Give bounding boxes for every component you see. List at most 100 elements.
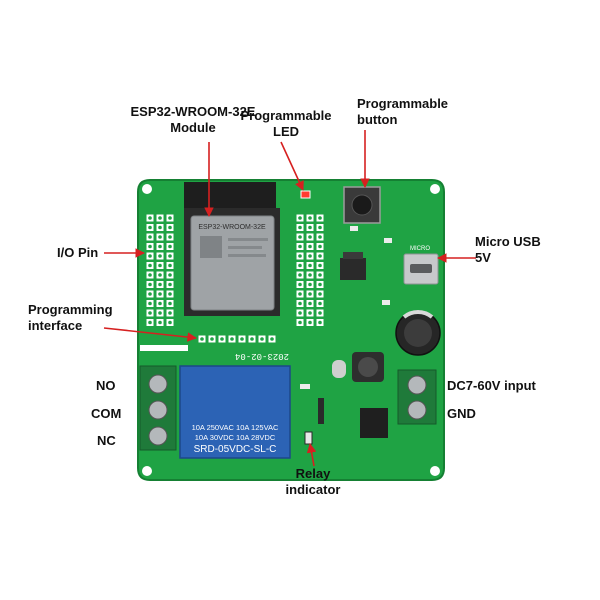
- pin-hole: [260, 337, 264, 341]
- pin-hole: [298, 282, 302, 287]
- mount-hole: [142, 184, 152, 194]
- terminal-screw-no[interactable]: [148, 374, 168, 394]
- relay-indicator-callout-line2: indicator: [285, 482, 341, 497]
- terminal-screw-gnd[interactable]: [407, 400, 427, 420]
- smd-component: [384, 238, 392, 243]
- pin-hole: [168, 225, 172, 230]
- pin-hole: [158, 244, 162, 249]
- pin-hole: [298, 225, 302, 230]
- programming-callout-line2: interface: [28, 318, 83, 333]
- pin-hole: [148, 292, 152, 296]
- capacitor-top: [404, 319, 432, 347]
- pin-hole: [158, 235, 162, 239]
- pin-hole: [220, 337, 224, 341]
- pin-hole: [308, 225, 312, 230]
- pin-hole: [158, 301, 162, 306]
- pin-hole: [158, 254, 162, 258]
- module-marking: [228, 254, 266, 257]
- module-shield-label: ESP32-WROOM-32E: [198, 224, 266, 231]
- pin-hole: [148, 244, 152, 249]
- pin-hole: [308, 292, 312, 296]
- pin-hole: [270, 337, 274, 341]
- dc-input-callout: DC7-60V input: [447, 378, 536, 393]
- pin-hole: [158, 263, 162, 268]
- io-pin-header-right: [296, 214, 324, 326]
- relay-rating-line2: 10A 30VDC 10A 28VDC: [195, 433, 276, 442]
- pin-hole: [308, 282, 312, 287]
- pin-hole: [298, 273, 302, 277]
- module-callout-line1: ESP32-WROOM-32E: [130, 104, 256, 119]
- pin-hole: [298, 292, 302, 296]
- pin-hole: [158, 273, 162, 277]
- pin-hole: [148, 263, 152, 268]
- module-antenna: [184, 182, 276, 212]
- pin-hole: [298, 263, 302, 268]
- mount-hole: [142, 466, 152, 476]
- pin-hole: [308, 320, 312, 325]
- module-marking: [228, 238, 268, 241]
- pin-hole: [148, 301, 152, 306]
- pin-hole: [148, 320, 152, 325]
- pin-hole: [230, 337, 234, 341]
- micro-usb-opening: [410, 264, 432, 273]
- regulator-tab: [343, 252, 363, 259]
- pin-hole: [308, 235, 312, 239]
- led-callout-line2: LED: [273, 124, 299, 139]
- relay-nc-callout: NC: [97, 433, 116, 448]
- pin-hole: [250, 337, 254, 341]
- usb-callout-line1: Micro USB: [475, 234, 541, 249]
- pin-hole: [308, 273, 312, 277]
- pin-hole: [308, 263, 312, 268]
- terminal-screw-nc[interactable]: [148, 426, 168, 446]
- pin-hole: [318, 254, 322, 258]
- io-pin-callout: I/O Pin: [57, 245, 99, 260]
- pin-hole: [308, 301, 312, 306]
- pin-hole: [298, 254, 302, 258]
- pin-hole: [200, 337, 204, 341]
- relay-body: [179, 365, 291, 459]
- pin-hole: [148, 254, 152, 258]
- button-cap[interactable]: [351, 194, 373, 216]
- pin-hole: [168, 273, 172, 277]
- terminal-screw-com[interactable]: [148, 400, 168, 420]
- module-qr-area: [200, 236, 222, 258]
- buck-converter-ic: [360, 408, 388, 438]
- relay-com-callout: COM: [91, 406, 122, 421]
- pin-hole: [318, 273, 322, 277]
- mount-hole: [430, 466, 440, 476]
- led-callout: Programmable LED: [240, 108, 332, 140]
- pin-hole: [158, 216, 162, 220]
- io-pin-header-left: [146, 214, 174, 326]
- silk-date: 2023-02-04: [235, 351, 289, 361]
- module-callout: ESP32-WROOM-32E Module: [97, 104, 289, 136]
- pin-hole: [240, 337, 244, 341]
- pin-hole: [298, 235, 302, 239]
- button-callout-line2: button: [357, 112, 398, 127]
- pin-hole: [298, 244, 302, 249]
- pin-hole: [148, 235, 152, 239]
- voltage-regulator: [340, 258, 366, 280]
- pin-hole: [158, 292, 162, 296]
- smd-component: [318, 398, 324, 424]
- usb-silk-label: MICRO: [410, 246, 430, 252]
- pin-hole: [298, 311, 302, 315]
- pin-hole: [318, 235, 322, 239]
- silk-bar: [140, 345, 188, 351]
- pin-hole: [298, 301, 302, 306]
- module-marking: [228, 246, 262, 249]
- pin-hole: [308, 311, 312, 315]
- pin-hole: [318, 263, 322, 268]
- pin-hole: [168, 282, 172, 287]
- smd-component: [300, 384, 310, 389]
- pin-hole: [298, 216, 302, 220]
- smd-component: [350, 226, 358, 231]
- pin-hole: [318, 292, 322, 296]
- programming-callout-line1: Programming: [28, 302, 113, 317]
- usb-callout-line2: 5V: [475, 250, 491, 265]
- pin-hole: [318, 282, 322, 287]
- inductor-core: [358, 357, 378, 377]
- relay-no-callout: NO: [96, 378, 116, 393]
- terminal-screw-vin[interactable]: [407, 375, 427, 395]
- capacitor-stripe: [402, 309, 434, 319]
